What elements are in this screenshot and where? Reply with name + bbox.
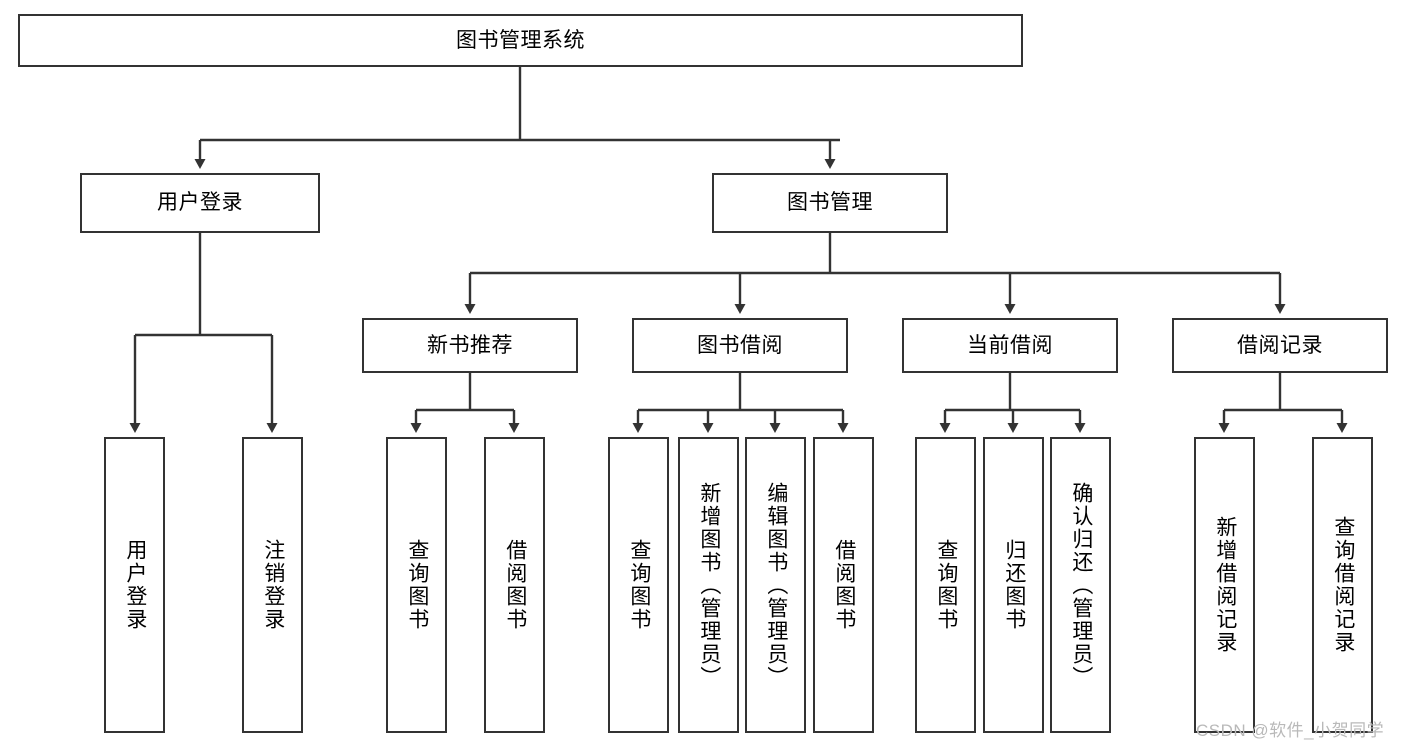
- node-leaf-query-book-borrow[interactable]: 查询图书: [608, 437, 669, 733]
- node-book-borrow[interactable]: 图书借阅: [632, 318, 848, 373]
- node-system-root[interactable]: 图书管理系统: [18, 14, 1023, 67]
- node-borrow-record[interactable]: 借阅记录: [1172, 318, 1388, 373]
- node-leaf-borrow-book-recommend-label: 借阅图书: [503, 539, 527, 631]
- watermark-text: CSDN @软件_小贺同学: [1196, 721, 1385, 740]
- node-leaf-query-book-current[interactable]: 查询图书: [915, 437, 976, 733]
- node-user-login[interactable]: 用户登录: [80, 173, 320, 233]
- node-current-borrow-label: 当前借阅: [967, 333, 1053, 357]
- node-leaf-user-login-label: 用户登录: [123, 539, 147, 631]
- node-leaf-return-book-label: 归还图书: [1002, 539, 1026, 631]
- node-borrow-record-label: 借阅记录: [1237, 333, 1323, 357]
- node-leaf-user-login[interactable]: 用户登录: [104, 437, 165, 733]
- node-new-book-recommend[interactable]: 新书推荐: [362, 318, 578, 373]
- node-leaf-query-book-current-label: 查询图书: [934, 539, 958, 631]
- node-leaf-logout-login[interactable]: 注销登录: [242, 437, 303, 733]
- node-current-borrow[interactable]: 当前借阅: [902, 318, 1118, 373]
- node-leaf-return-book[interactable]: 归还图书: [983, 437, 1044, 733]
- node-leaf-add-borrow-record-label: 新增借阅记录: [1213, 516, 1237, 654]
- node-leaf-edit-book-admin-label: 编辑图书（管理员）: [764, 481, 788, 689]
- node-leaf-edit-book-admin[interactable]: 编辑图书（管理员）: [745, 437, 806, 733]
- node-leaf-query-book-recommend-label: 查询图书: [405, 539, 429, 631]
- node-leaf-logout-login-label: 注销登录: [261, 539, 285, 631]
- node-leaf-query-book-recommend[interactable]: 查询图书: [386, 437, 447, 733]
- node-user-login-label: 用户登录: [157, 191, 243, 215]
- node-leaf-query-book-borrow-label: 查询图书: [627, 539, 651, 631]
- node-book-management-label: 图书管理: [787, 191, 873, 215]
- node-leaf-borrow-book[interactable]: 借阅图书: [813, 437, 874, 733]
- node-leaf-add-book-admin[interactable]: 新增图书（管理员）: [678, 437, 739, 733]
- node-system-root-label: 图书管理系统: [456, 28, 585, 52]
- node-leaf-confirm-return-admin[interactable]: 确认归还（管理员）: [1050, 437, 1111, 733]
- node-leaf-query-borrow-record[interactable]: 查询借阅记录: [1312, 437, 1373, 733]
- node-leaf-add-borrow-record[interactable]: 新增借阅记录: [1194, 437, 1255, 733]
- node-leaf-confirm-return-admin-label: 确认归还（管理员）: [1069, 481, 1093, 689]
- node-leaf-borrow-book-label: 借阅图书: [832, 539, 856, 631]
- node-leaf-query-borrow-record-label: 查询借阅记录: [1331, 516, 1355, 654]
- node-book-borrow-label: 图书借阅: [697, 333, 783, 357]
- node-book-management[interactable]: 图书管理: [712, 173, 948, 233]
- node-leaf-borrow-book-recommend[interactable]: 借阅图书: [484, 437, 545, 733]
- node-leaf-add-book-admin-label: 新增图书（管理员）: [697, 481, 721, 689]
- node-new-book-recommend-label: 新书推荐: [427, 333, 513, 357]
